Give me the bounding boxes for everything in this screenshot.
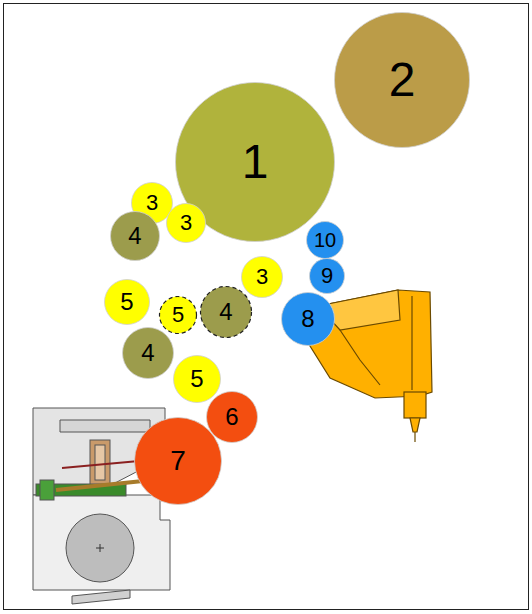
callout-number: 2 bbox=[389, 56, 416, 104]
roller-outline bbox=[105, 280, 150, 325]
roller-outline bbox=[310, 259, 345, 294]
roller-outline bbox=[135, 418, 222, 505]
callout-number: 5 bbox=[120, 290, 133, 314]
roller-outline bbox=[307, 222, 344, 259]
roller-outline bbox=[242, 257, 283, 298]
roller-circle: 5 bbox=[159, 296, 197, 334]
roller-outline bbox=[282, 293, 335, 346]
roller-outline bbox=[207, 392, 258, 443]
callout-number: 4 bbox=[219, 300, 232, 324]
roller-outline bbox=[111, 212, 160, 261]
roller-circle: 10 bbox=[306, 221, 344, 259]
roller-circle: 4 bbox=[200, 286, 252, 338]
roller-outline bbox=[167, 204, 206, 243]
callout-number: 3 bbox=[180, 212, 192, 234]
callout-number: 3 bbox=[146, 192, 158, 214]
roller-circle: 7 bbox=[134, 417, 222, 505]
roller-circle: 4 bbox=[122, 327, 174, 379]
roller-circle: 9 bbox=[309, 258, 345, 294]
callout-number: 5 bbox=[172, 304, 184, 326]
roller-circle: 8 bbox=[281, 292, 335, 346]
roller-outline bbox=[335, 13, 470, 148]
frame bbox=[4, 4, 529, 610]
callout-number: 6 bbox=[225, 405, 238, 429]
roller-outline bbox=[201, 287, 252, 338]
callout-number: 4 bbox=[128, 224, 141, 248]
roller-outline bbox=[160, 297, 197, 334]
callout-number: 7 bbox=[170, 447, 186, 475]
callout-number: 3 bbox=[256, 266, 268, 288]
roller-circle: 3 bbox=[166, 203, 206, 243]
roller-circle: 4 bbox=[110, 211, 160, 261]
roller-outline bbox=[123, 328, 174, 379]
roller-circle: 2 bbox=[334, 12, 470, 148]
callout-number: 1 bbox=[242, 138, 269, 186]
roller-circle: 5 bbox=[104, 279, 150, 325]
roller-circle: 6 bbox=[206, 391, 258, 443]
roller-outline bbox=[174, 356, 221, 403]
callout-number: 9 bbox=[321, 265, 333, 287]
roller-circle: 3 bbox=[241, 256, 283, 298]
callout-number: 5 bbox=[190, 367, 203, 391]
callout-number: 10 bbox=[314, 230, 336, 250]
callout-number: 8 bbox=[301, 307, 314, 331]
roller-circle: 5 bbox=[173, 355, 221, 403]
callout-number: 4 bbox=[141, 341, 154, 365]
